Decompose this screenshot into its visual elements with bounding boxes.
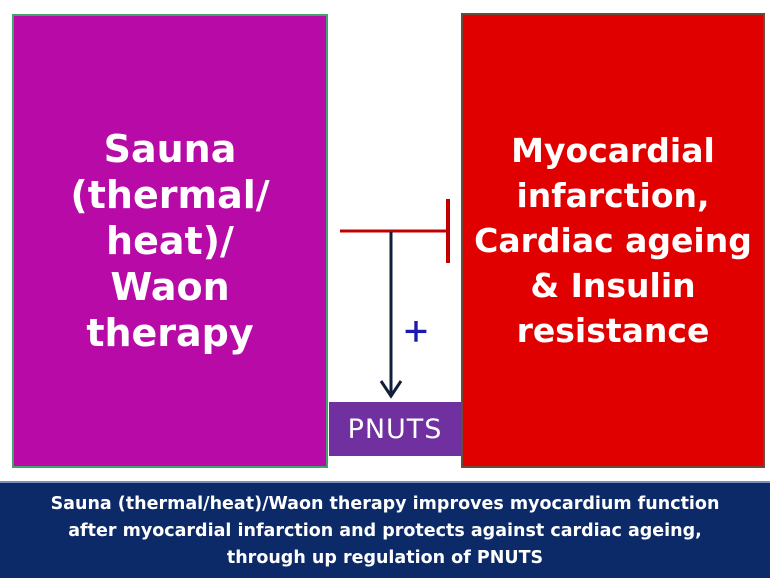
pnuts-box: PNUTS [329,402,461,456]
myocardial-infarction-label: Myocardial infarction, Cardiac ageing & … [474,131,752,350]
sauna-therapy-label: Sauna (thermal/ heat)/ Waon therapy [70,127,270,355]
sauna-therapy-box: Sauna (thermal/ heat)/ Waon therapy [12,14,328,468]
myocardial-infarction-box: Myocardial infarction, Cardiac ageing & … [461,13,765,468]
arrow-head [379,380,403,399]
plus-sign: + [402,311,431,351]
pnuts-label: PNUTS [347,413,443,445]
caption-text: Sauna (thermal/heat)/Waon therapy improv… [50,494,720,568]
caption-banner: Sauna (thermal/heat)/Waon therapy improv… [0,481,770,578]
